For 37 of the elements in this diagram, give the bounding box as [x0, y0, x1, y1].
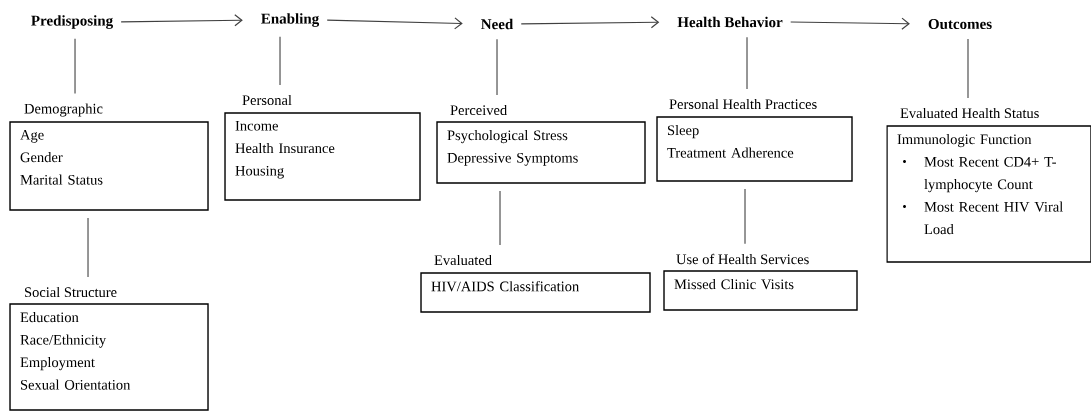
list-box: Psychological Stress Depressive Symptoms — [436, 121, 646, 184]
connector-line — [499, 190, 501, 246]
list-box: HIV/AIDS Classification — [420, 272, 651, 313]
node-label: Race/Ethnicity — [20, 334, 107, 348]
stage-heading: Enabling — [261, 13, 320, 27]
arrow — [790, 17, 910, 30]
list-box: Missed Clinic Visits — [663, 270, 858, 311]
box-heading: Social Structure — [25, 286, 117, 298]
stage-heading: Need — [481, 18, 514, 30]
connector-line — [967, 38, 969, 99]
box-heading: Evaluated — [434, 254, 492, 266]
node-label: Employment — [20, 356, 95, 371]
list-box: Immunologic Function Most Recent CD4+ T-lymphocyte Count Most Recent HIV Viral Load — [886, 125, 1091, 263]
stage-heading: Outcomes — [928, 18, 992, 30]
node-label: Sexual Orientation — [20, 379, 131, 390]
arrow — [120, 14, 243, 27]
connector-line — [74, 38, 76, 94]
list-box: Education Race/Ethnicity Employment Sexual Orientation — [9, 303, 209, 411]
arrow — [326, 17, 463, 30]
box-heading: Personal Health Practices — [669, 98, 817, 110]
box-heading: Demographic — [24, 103, 103, 117]
box-heading: Use of Health Services — [676, 253, 809, 265]
arrow — [520, 16, 660, 29]
list-box: Sleep Treatment Adherence — [656, 116, 853, 182]
connector-line — [496, 38, 498, 96]
connector-line — [279, 36, 281, 86]
connector-line — [87, 217, 89, 278]
box-heading: Evaluated Health Status — [900, 107, 1039, 119]
connector-line — [744, 188, 746, 245]
stage-heading: Predisposing — [31, 15, 113, 29]
box-heading: Personal — [242, 94, 292, 106]
list-box: Age Gender Marital Status — [9, 121, 209, 211]
connector-line — [746, 36, 748, 90]
node-label: Education — [20, 311, 79, 323]
box-heading: Perceived — [450, 104, 507, 116]
list-box: Income Health Insurance Housing — [224, 112, 421, 201]
stage-heading: Health Behavior — [677, 16, 783, 28]
